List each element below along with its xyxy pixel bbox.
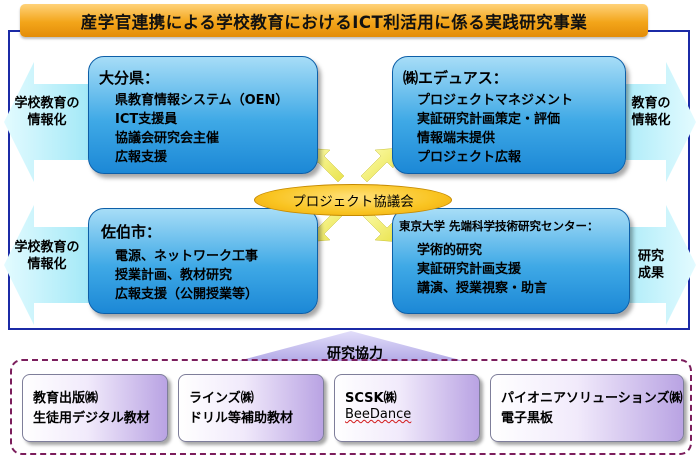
box-oita-line: ICT支援員 — [115, 112, 178, 127]
side-label-right-top: 教育の 情報化 — [622, 95, 680, 129]
box-oita: 大分県： 県教育情報システム（OEN） ICT支援員 協議会研究会主催 広報支援 — [88, 56, 318, 174]
cooperation-arrow — [238, 331, 464, 361]
box-todai-line: 実証研究計画支援 — [417, 262, 522, 277]
partner-name: 教育出版㈱ — [33, 391, 99, 406]
box-oita-line: 広報支援 — [115, 150, 168, 165]
box-eduas-line: プロジェクト広報 — [417, 150, 522, 165]
box-todai-line: 学術的研究 — [417, 243, 483, 258]
box-oita-line: 県教育情報システム（OEN） — [115, 93, 289, 108]
partner-name: ラインズ㈱ — [189, 391, 254, 406]
box-eduas-line: 情報端末提供 — [417, 131, 496, 146]
side-label-line: 情報化 — [631, 113, 671, 128]
box-todai: 東京大学 先端科学技術研究センター： 学術的研究 実証研究計画支援 講演、授業視… — [392, 208, 630, 314]
partner-container — [10, 359, 692, 455]
side-label-line: 情報化 — [27, 113, 67, 128]
side-label-line: 学校教育の — [14, 240, 80, 255]
cooperation-label: 研究協力 — [327, 346, 383, 362]
box-eduas-title: ㈱エデュアス： — [403, 69, 508, 87]
partner-role: 電子黒板 — [501, 411, 554, 426]
box-saiki-title: 佐伯市： — [101, 223, 162, 241]
title-banner: 産学官連携による学校教育におけるICT利活用に係る実践研究事業 — [20, 4, 648, 37]
side-label-line: 情報化 — [27, 257, 67, 272]
box-saiki-line: 広報支援（公開授業等） — [115, 287, 259, 302]
box-saiki-line: 電源、ネットワーク工事 — [115, 249, 259, 264]
box-saiki-line: 授業計画、教材研究 — [115, 268, 233, 283]
partner-name: SCSK㈱ — [345, 391, 397, 406]
left-top-arrow — [4, 62, 100, 182]
partner-role: 生徒用デジタル教材 — [33, 411, 150, 426]
side-label-line: 学校教育の — [14, 96, 80, 111]
partner-box: SCSK㈱ BeeDance — [334, 374, 480, 442]
partner-box: パイオニアソリューションズ㈱ 電子黒板 — [490, 374, 684, 442]
box-todai-line: 講演、授業視察・助言 — [417, 281, 548, 296]
side-label-right-bottom: 研究 成果 — [622, 248, 680, 282]
partner-name: パイオニアソリューションズ㈱ — [501, 391, 683, 406]
box-eduas-line: 実証研究計画策定・評価 — [417, 112, 561, 127]
box-todai-title: 東京大学 先端科学技術研究センター： — [399, 219, 599, 233]
project-council-label: プロジェクト協議会 — [292, 194, 414, 210]
project-council-oval: プロジェクト協議会 — [254, 184, 452, 216]
side-label-line: 研究 — [637, 249, 664, 264]
side-label-line: 成果 — [637, 266, 664, 281]
box-eduas-line: プロジェクトマネジメント — [417, 93, 574, 108]
side-label-left-top: 学校教育の 情報化 — [10, 95, 84, 129]
box-saiki: 佐伯市： 電源、ネットワーク工事 授業計画、教材研究 広報支援（公開授業等） — [88, 208, 318, 314]
box-oita-line: 協議会研究会主催 — [115, 131, 220, 146]
left-bottom-arrow — [4, 205, 100, 325]
partner-role: ドリル等補助教材 — [189, 411, 294, 426]
partner-role: BeeDance — [345, 407, 412, 422]
box-eduas: ㈱エデュアス： プロジェクトマネジメント 実証研究計画策定・評価 情報端末提供 … — [392, 56, 626, 174]
partner-box: ラインズ㈱ ドリル等補助教材 — [178, 374, 324, 442]
side-label-left-bottom: 学校教育の 情報化 — [10, 239, 84, 273]
box-oita-title: 大分県： — [99, 69, 160, 87]
side-label-line: 教育の — [631, 96, 671, 111]
partner-box: 教育出版㈱ 生徒用デジタル教材 — [22, 374, 168, 442]
page-title: 産学官連携による学校教育におけるICT利活用に係る実践研究事業 — [80, 12, 588, 32]
